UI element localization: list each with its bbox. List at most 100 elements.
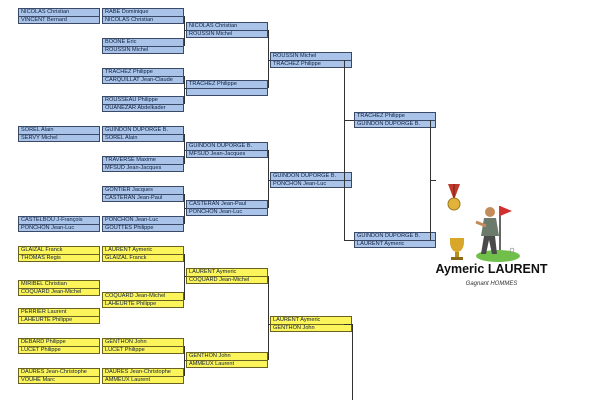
bracket-connector bbox=[184, 254, 185, 300]
match-separator bbox=[187, 88, 267, 89]
player-name: AMMEUX Laurent bbox=[105, 377, 151, 383]
player-name: LAURENT Aymeric bbox=[189, 269, 237, 275]
player-name: GENTHON John bbox=[273, 325, 315, 331]
bracket-connector bbox=[184, 16, 185, 46]
player-name: DAURES Jean-Christophe bbox=[105, 369, 171, 375]
player-name: TRACHEZ Philippe bbox=[357, 113, 405, 119]
bracket-connector bbox=[268, 60, 270, 61]
match-separator bbox=[103, 104, 183, 105]
match-separator bbox=[103, 194, 183, 195]
player-name: LAHEURTE Philippe bbox=[105, 301, 157, 307]
match-separator bbox=[187, 150, 267, 151]
player-name: GLAIZAL Franck bbox=[105, 255, 147, 261]
bracket-connector bbox=[184, 30, 186, 31]
match-box-r3m2: TRACHEZ Philippe bbox=[186, 80, 268, 96]
bracket-connector bbox=[268, 324, 270, 325]
player-name: NICOLAS Christian bbox=[21, 9, 70, 15]
player-name: TRACHEZ Philippe bbox=[189, 81, 237, 87]
bracket-connector bbox=[184, 360, 186, 361]
player-name: ROUSSIN Michel bbox=[273, 53, 317, 59]
match-box-r2m5: GUINDON DUPORGE B. SOREL Alain bbox=[102, 126, 184, 142]
player-name: CARQUILLAT Jean-Claude bbox=[105, 77, 173, 83]
player-name: COQUARD Jean-Michel bbox=[105, 293, 166, 299]
player-name: LAURENT Aymeric bbox=[357, 241, 405, 247]
player-name: SOREL Alain bbox=[105, 135, 138, 141]
match-separator bbox=[19, 16, 99, 17]
winner-subtitle: Gagnant HOMMES bbox=[465, 281, 518, 287]
bracket-connector bbox=[344, 120, 354, 121]
player-name: THOMAS Regis bbox=[21, 255, 61, 261]
match-separator bbox=[187, 360, 267, 361]
player-name: GUINDON DUPORGE B. bbox=[357, 233, 421, 239]
player-name: NICOLAS Christian bbox=[105, 17, 154, 23]
player-name: GLAIZAL Franck bbox=[21, 247, 63, 253]
winner-name: Aymeric LAURENT bbox=[435, 262, 548, 276]
bracket-connector bbox=[430, 180, 436, 181]
player-name: SERVY Michel bbox=[21, 135, 58, 141]
match-separator bbox=[19, 288, 99, 289]
bracket-connector bbox=[184, 76, 185, 104]
player-name: PERRIER Laurent bbox=[21, 309, 67, 315]
player-name: ROUSSEAU Philippe bbox=[105, 97, 158, 103]
match-separator bbox=[103, 224, 183, 225]
player-name: ROUSSIN Michel bbox=[189, 31, 233, 37]
match-box-r5m2: GUINDON DUPORGE B. LAURENT Aymeric bbox=[354, 232, 436, 248]
player-name: GOUTTES Philippe bbox=[105, 225, 154, 231]
bracket-connector bbox=[268, 276, 269, 360]
player-name: LUCET Philippe bbox=[105, 347, 145, 353]
match-separator bbox=[355, 240, 435, 241]
player-name: PONCHON Jean-Luc bbox=[189, 209, 243, 215]
match-separator bbox=[355, 120, 435, 121]
match-separator bbox=[103, 254, 183, 255]
player-name: LAHEURTE Philippe bbox=[21, 317, 73, 323]
bracket-connector bbox=[268, 180, 270, 181]
player-name: TRACHEZ Philippe bbox=[273, 61, 321, 67]
match-separator bbox=[103, 164, 183, 165]
match-separator bbox=[187, 208, 267, 209]
flag-icon bbox=[499, 206, 515, 253]
player-name: MFSUD Jean-Jacques bbox=[189, 151, 246, 157]
player-name: GUINDON DUPORGE B. bbox=[273, 173, 337, 179]
bracket-connector bbox=[184, 134, 185, 164]
player-name: DAURES Jean-Christophe bbox=[21, 369, 87, 375]
match-separator bbox=[271, 180, 351, 181]
match-separator bbox=[103, 376, 183, 377]
player-name: GUINDON DUPORGE B. bbox=[105, 127, 169, 133]
player-name: OUANEZAR Abdelkader bbox=[105, 105, 166, 111]
match-separator bbox=[103, 134, 183, 135]
player-name: GONTIER Jacques bbox=[105, 187, 153, 193]
bracket-connector bbox=[344, 324, 352, 325]
match-separator bbox=[271, 60, 351, 61]
match-separator bbox=[103, 346, 183, 347]
player-name: CASTERAN Jean-Paul bbox=[105, 195, 163, 201]
match-separator bbox=[187, 276, 267, 277]
player-name: ROUSSIN Michel bbox=[105, 47, 149, 53]
bracket-connector bbox=[352, 324, 353, 400]
match-separator bbox=[103, 300, 183, 301]
match-separator bbox=[103, 16, 183, 17]
winner-illustration bbox=[447, 184, 520, 262]
player-name: LUCET Philippe bbox=[21, 347, 61, 353]
match-box-r4m2: GUINDON DUPORGE B.PONCHON Jean-Luc bbox=[270, 172, 352, 188]
